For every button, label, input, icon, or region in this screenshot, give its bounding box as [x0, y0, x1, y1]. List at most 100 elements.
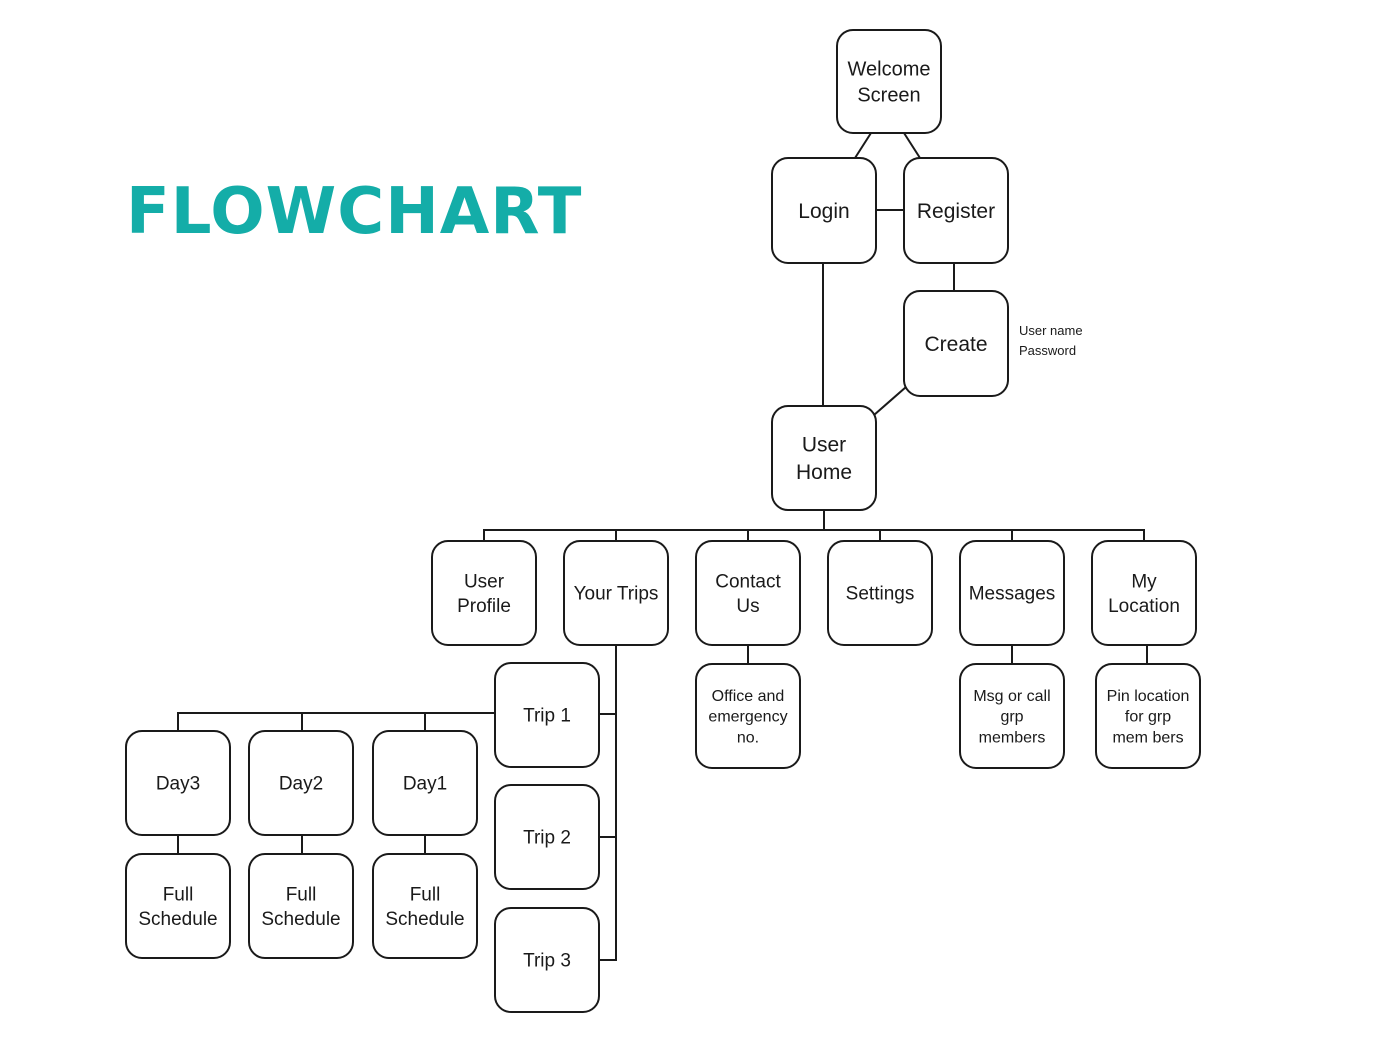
node-label-full3-line1: Full [163, 884, 194, 905]
edge-home-to-location [824, 529, 1145, 541]
node-box-contact [695, 540, 801, 646]
node-label-welcome-line1: Welcome [848, 59, 931, 81]
node-label-trip3-line1: Trip 3 [523, 951, 571, 972]
node-label-home-line2: Home [796, 461, 852, 484]
note-user-name: User name [1019, 323, 1083, 338]
node-label-full1-line1: Full [410, 884, 441, 905]
node-box-profile [431, 540, 537, 646]
node-label-home-line1: User [802, 434, 846, 457]
node-label-day2-line1: Day2 [279, 774, 323, 795]
edge-trips-to-trip2 [599, 714, 617, 838]
node-label-contact-line2: Us [736, 596, 759, 617]
node-label-office-line1: Office and [712, 688, 785, 705]
node-login: Login [771, 157, 877, 264]
node-box-day1 [372, 730, 478, 836]
node-box-location [1091, 540, 1197, 646]
node-label-msgcall-line2: grp [1000, 709, 1023, 726]
edge-home-to-profile [483, 510, 825, 541]
node-label-office-line2: emergency [708, 709, 787, 726]
edge-trips-to-trip3 [599, 837, 617, 961]
node-box-trip3 [494, 907, 600, 1013]
node-msgcall: Msg or call grp members [959, 663, 1065, 769]
node-label-day1-line1: Day1 [403, 774, 447, 795]
node-label-trip1-line1: Trip 1 [523, 706, 571, 727]
node-day2: Day2 [248, 730, 354, 836]
edge-trips-to-trip1 [599, 645, 617, 715]
node-office: Office and emergency no. [695, 663, 801, 769]
node-box-pin [1095, 663, 1201, 769]
node-register: Register [903, 157, 1009, 264]
node-box-trips [563, 540, 669, 646]
node-box-msgcall [959, 663, 1065, 769]
node-trip3: Trip 3 [494, 907, 600, 1013]
node-label-messages-line1: Messages [969, 584, 1056, 605]
node-create: Create [903, 290, 1009, 397]
node-box-home [771, 405, 877, 511]
node-label-pin-line3: mem bers [1112, 729, 1183, 746]
node-label-msgcall-line3: members [979, 729, 1046, 746]
node-label-full2-line2: Schedule [261, 909, 340, 930]
node-trip1: Trip 1 [494, 662, 600, 768]
node-box-welcome [836, 29, 942, 134]
node-day1: Day1 [372, 730, 478, 836]
node-label-create-line1: Create [924, 333, 987, 356]
node-label-location-line1: My [1131, 571, 1157, 592]
node-label-profile-line1: User [464, 571, 505, 592]
edge-welcome-to-login [854, 132, 872, 159]
node-label-trip2-line1: Trip 2 [523, 828, 571, 849]
node-label-welcome-line2: Screen [857, 85, 920, 107]
node-label-full3-line2: Schedule [138, 909, 217, 930]
node-box-full2 [248, 853, 354, 959]
note-password: Password [1019, 343, 1076, 358]
node-label-contact-line1: Contact [715, 571, 781, 592]
node-label-pin-line1: Pin location [1107, 688, 1190, 705]
node-label-pin-line2: for grp [1125, 709, 1171, 726]
node-messages: Messages [959, 540, 1065, 646]
node-box-create [903, 290, 1009, 397]
node-settings: Settings [827, 540, 933, 646]
node-box-day3 [125, 730, 231, 836]
node-label-login-line1: Login [798, 200, 849, 223]
node-pin: Pin location for grp mem bers [1095, 663, 1201, 769]
edge-welcome-to-register [903, 132, 921, 159]
node-trip2: Trip 2 [494, 784, 600, 890]
node-box-login [771, 157, 877, 264]
create-field-notes: User name Password [1019, 323, 1083, 358]
node-label-trips-line1: Your Trips [574, 584, 659, 605]
connector-lines [177, 132, 1148, 961]
page-title: FLOWCHART [126, 175, 583, 249]
node-box-trip1 [494, 662, 600, 768]
node-box-day2 [248, 730, 354, 836]
node-box-trip2 [494, 784, 600, 890]
node-box-office [695, 663, 801, 769]
node-box-full1 [372, 853, 478, 959]
node-label-msgcall-line1: Msg or call [973, 688, 1050, 705]
edge-create-to-home [873, 386, 907, 416]
node-trips: Your Trips [563, 540, 669, 646]
node-box-full3 [125, 853, 231, 959]
node-box-messages [959, 540, 1065, 646]
node-label-location-line2: Location [1108, 596, 1180, 617]
node-label-full2-line1: Full [286, 884, 317, 905]
node-box-settings [827, 540, 933, 646]
edge-trip1-to-day1 [424, 712, 495, 731]
edge-trip1-to-day3 [177, 712, 302, 731]
node-day3: Day3 [125, 730, 231, 836]
edge-trip1-to-day2 [301, 712, 425, 731]
node-label-register-line1: Register [917, 200, 995, 223]
node-label-office-line3: no. [737, 729, 759, 746]
node-label-day3-line1: Day3 [156, 774, 200, 795]
node-label-profile-line2: Profile [457, 596, 511, 617]
node-box-register [903, 157, 1009, 264]
node-label-settings-line1: Settings [846, 584, 915, 605]
